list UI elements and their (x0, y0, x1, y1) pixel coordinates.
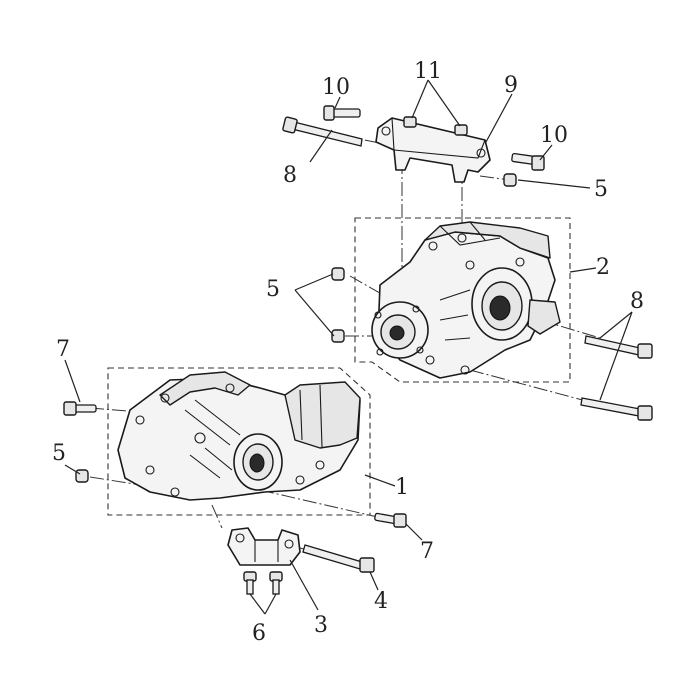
callout-1: 1 (395, 475, 409, 500)
callout-6: 6 (252, 621, 266, 646)
bolt-part-10-left (323, 105, 361, 121)
lower-bracket-part-3 (227, 527, 301, 566)
nut-part-5-left (75, 469, 89, 483)
callout-4: 4 (374, 589, 388, 614)
long-bolt-part-8-right-upper (584, 335, 653, 359)
long-bolt-part-8-top (282, 116, 363, 147)
assembly-box-front-gearbox (107, 367, 371, 516)
long-bolt-part-4 (302, 544, 375, 573)
bolt-part-10-right (511, 152, 545, 171)
assembly-box-rear-gearbox (354, 217, 571, 383)
long-bolt-part-8-right-lower (580, 397, 653, 421)
callout-10-left: 10 (322, 75, 350, 100)
bolt-part-7-right (374, 512, 407, 528)
bolt-part-7-left (63, 401, 97, 416)
callout-7-left: 7 (56, 337, 70, 362)
leader-lines (64, 79, 633, 615)
callout-11: 11 (414, 59, 442, 84)
callout-5-left: 5 (52, 441, 66, 466)
upper-bracket-part-9 (375, 116, 491, 183)
rear-gearbox-part-2 (371, 221, 561, 379)
callout-8-top: 8 (283, 163, 297, 188)
nut-part-5-top (503, 173, 517, 187)
bolt-part-6-left (243, 571, 257, 595)
nut-part-5-mid-upper (331, 267, 345, 281)
nut-part-5-mid-lower (331, 329, 345, 343)
center-lines (89, 127, 601, 563)
callout-5-mid: 5 (266, 277, 280, 302)
callout-7-right: 7 (420, 539, 434, 564)
bolt-part-6-right (269, 571, 283, 595)
front-gearbox-part-1 (117, 371, 361, 501)
callout-5-top: 5 (594, 177, 608, 202)
callout-3: 3 (314, 613, 328, 638)
callout-8-right: 8 (630, 289, 644, 314)
callout-labels: 10 11 9 10 8 5 5 2 8 7 5 1 7 4 3 6 (52, 59, 644, 646)
callout-9: 9 (504, 73, 518, 98)
callout-2: 2 (596, 255, 610, 280)
callout-10-right: 10 (540, 123, 568, 148)
